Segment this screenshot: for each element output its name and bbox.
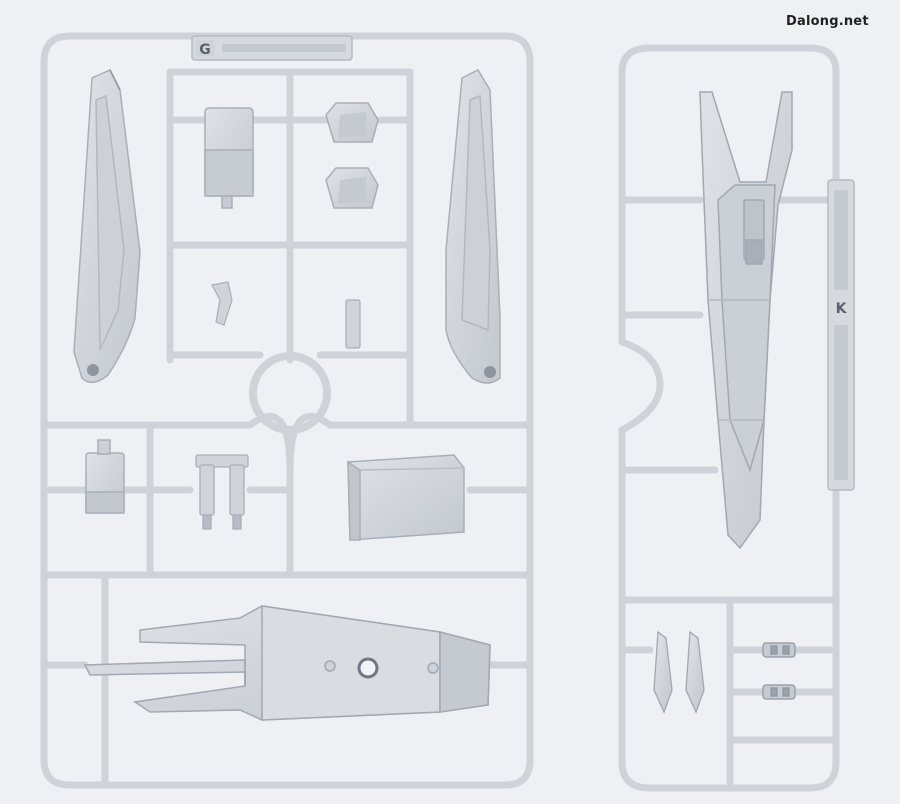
wing-part-large [699, 91, 793, 550]
sprue-g-frame [40, 32, 534, 789]
watermark-text: Dalong.net [786, 14, 869, 29]
sprue-g-tag: G [191, 35, 353, 61]
fin-parts [653, 630, 705, 714]
sprue-g-letter: G [199, 42, 211, 58]
connector-parts [762, 642, 796, 700]
sprue-k-letter: K [836, 301, 848, 317]
cube-part [85, 439, 125, 514]
fork-part-large [83, 605, 491, 721]
sprue-g-runner [286, 412, 334, 474]
sprue-g-hub-ring [249, 352, 331, 434]
blade-part-right [445, 69, 501, 384]
box-part [347, 454, 465, 541]
small-clip-part [211, 281, 361, 349]
block-part [204, 107, 254, 209]
blade-part-left [73, 69, 141, 384]
armor-part-lower [325, 167, 379, 209]
armor-part-upper [325, 102, 379, 143]
bracket-part [195, 454, 249, 530]
sprue-k-tag: K [827, 179, 855, 491]
sprue-g-runner [246, 412, 294, 579]
